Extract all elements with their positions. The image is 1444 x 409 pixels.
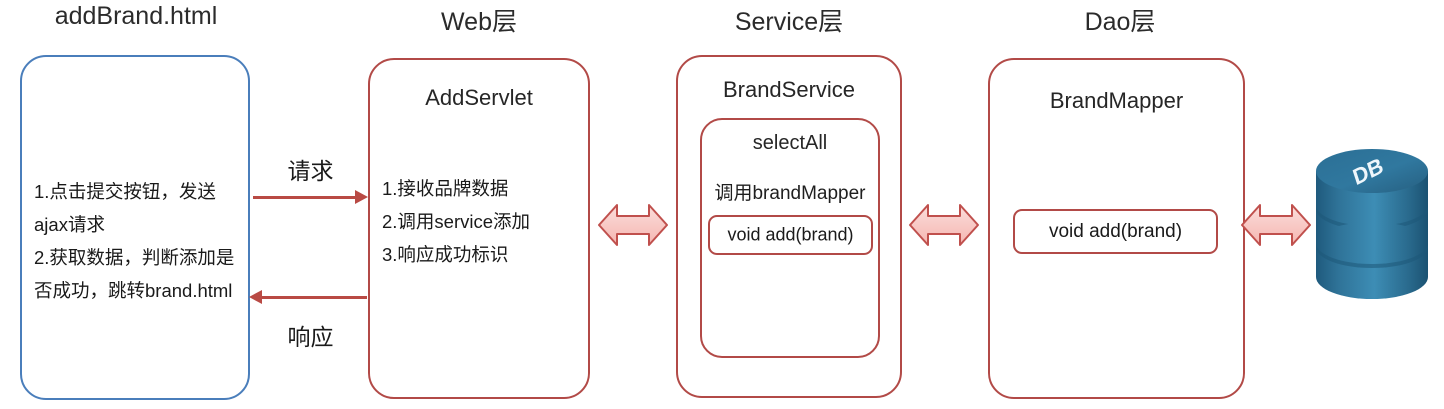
dao-layer-heading: BrandMapper: [1049, 88, 1184, 113]
request-arrow-label: 请求: [287, 158, 334, 184]
column-title-dao: Dao层: [1084, 8, 1156, 36]
service-layer-heading: BrandService: [722, 77, 856, 102]
dao-method-pill-label: void add(brand): [1048, 220, 1183, 242]
request-arrow-line: [253, 196, 357, 199]
web-layer-heading: AddServlet: [425, 85, 533, 110]
web-service-bidirectional-arrow: [597, 196, 669, 254]
web-layer-box: AddServlet 1.接收品牌数据 2.调用service添加 3.响应成功…: [368, 58, 590, 399]
client-step-line-4: 否成功，跳转brand.html: [34, 280, 233, 301]
column-title-client: addBrand.html: [54, 2, 218, 30]
service-method-pill: void add(brand): [708, 215, 873, 255]
dao-method-pill: void add(brand): [1013, 209, 1218, 254]
response-arrow-label: 响应: [287, 324, 334, 350]
client-step-line-3: 2.获取数据，判断添加是: [34, 247, 235, 268]
web-layer-steps: 1.接收品牌数据 2.调用service添加 3.响应成功标识: [382, 172, 530, 271]
client-step-line-1: 1.点击提交按钮，发送: [34, 181, 216, 202]
response-arrow-head: [249, 290, 262, 304]
column-title-service: Service层: [734, 8, 844, 36]
service-dao-bidirectional-arrow: [908, 196, 980, 254]
database-cylinder-icon: DB: [1310, 143, 1435, 308]
web-step-line-1: 1.接收品牌数据: [382, 178, 509, 199]
dao-database-bidirectional-arrow: [1240, 196, 1312, 254]
service-selectall-heading: selectAll: [752, 132, 828, 154]
service-selectall-subtext: 调用brandMapper: [714, 183, 866, 204]
column-title-web: Web层: [441, 8, 517, 36]
service-method-pill-label: void add(brand): [727, 224, 854, 245]
client-page-box: 1.点击提交按钮，发送 ajax请求 2.获取数据，判断添加是 否成功，跳转br…: [20, 55, 250, 400]
web-step-line-3: 3.响应成功标识: [382, 244, 509, 265]
request-arrow-head: [355, 190, 368, 204]
response-arrow-line: [262, 296, 367, 299]
client-step-line-2: ajax请求: [34, 214, 105, 235]
client-page-steps: 1.点击提交按钮，发送 ajax请求 2.获取数据，判断添加是 否成功，跳转br…: [34, 175, 234, 307]
web-step-line-2: 2.调用service添加: [382, 211, 531, 232]
